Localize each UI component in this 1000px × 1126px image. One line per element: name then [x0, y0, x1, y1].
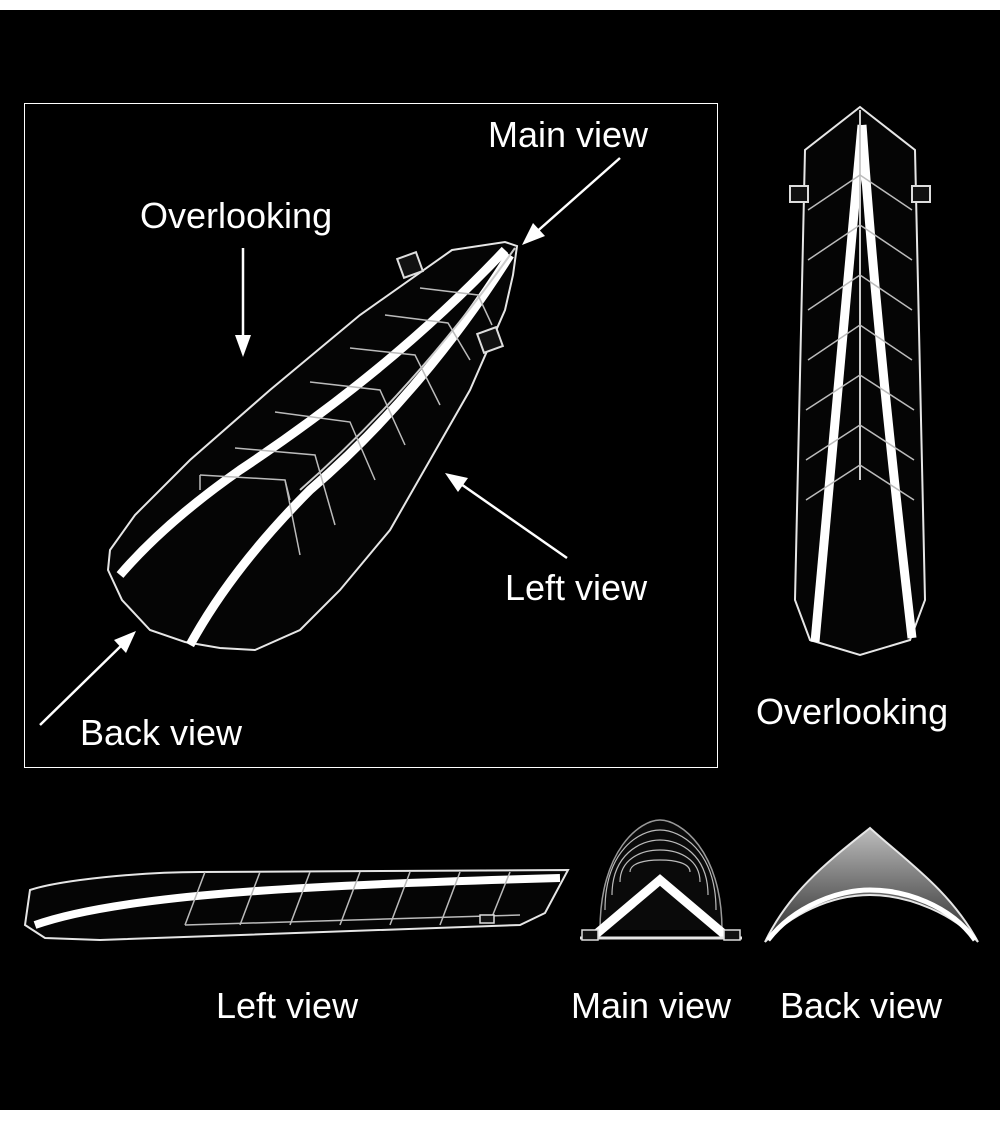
back-view-nail-tip [764, 826, 979, 943]
angled-nail-tip [106, 240, 519, 652]
label-main-view: Main view [571, 985, 732, 1026]
overlooking-nail-tip [789, 105, 931, 657]
main-view-nail-tip [580, 819, 742, 941]
arrow-back-view-icon [39, 631, 136, 726]
arrow-left-view-icon [445, 473, 568, 560]
product-view-diagram: Main view Overlooking Left view Back vie… [0, 10, 1000, 1110]
label-back-view: Back view [780, 985, 943, 1026]
left-view-nail-tip [23, 868, 570, 942]
label-back-view-angled: Back view [80, 712, 243, 753]
label-overlooking-angled: Overlooking [140, 195, 333, 236]
angled-view-frame [24, 103, 718, 768]
arrow-overlooking-icon [235, 248, 251, 357]
arrow-main-view-icon [522, 157, 621, 245]
label-overlooking: Overlooking [756, 691, 949, 732]
label-left-view-angled: Left view [505, 567, 648, 608]
label-left-view: Left view [216, 985, 359, 1026]
label-main-view-angled: Main view [488, 114, 649, 155]
